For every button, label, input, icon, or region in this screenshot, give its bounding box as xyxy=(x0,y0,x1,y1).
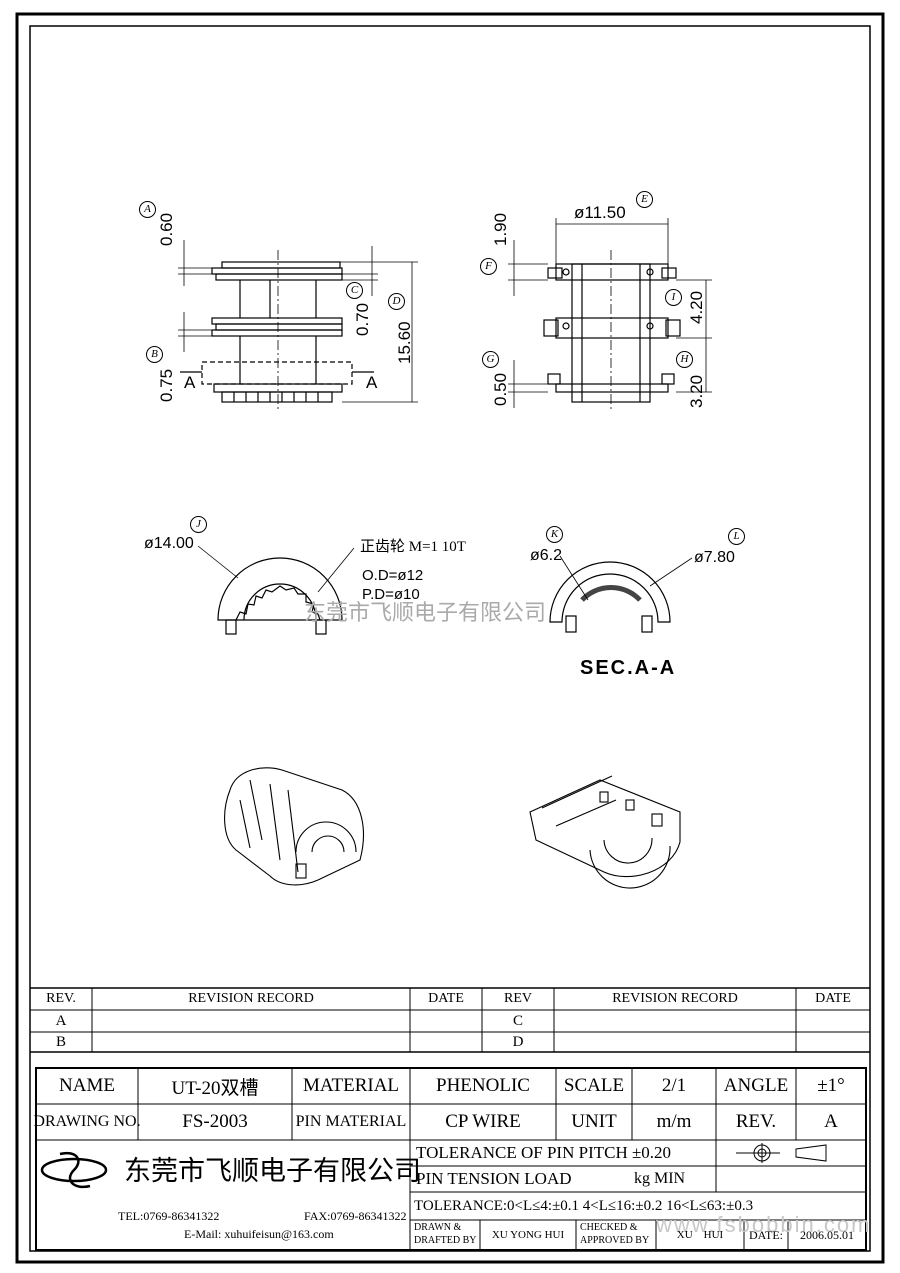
gear-note-line1: 正齿轮 M=1 10T xyxy=(360,539,466,555)
company-logo xyxy=(40,1151,108,1189)
callout-e: E xyxy=(636,191,653,208)
dim-j: ø14.00 xyxy=(144,535,194,552)
rev-header-date: DATE xyxy=(428,991,464,1006)
front-view xyxy=(178,240,418,410)
callout-j: J xyxy=(190,516,207,533)
unit-label: UNIT xyxy=(571,1111,617,1132)
callout-h: H xyxy=(676,351,693,368)
dim-c: 0.70 xyxy=(353,302,372,336)
pin-material-value: CP WIRE xyxy=(445,1111,521,1132)
gear-note-line2: O.D=ø12 xyxy=(362,567,424,584)
scale-value: 2/1 xyxy=(661,1075,687,1096)
material-label: MATERIAL xyxy=(302,1075,400,1096)
dim-k: ø6.2 xyxy=(530,547,563,564)
dim-h: 3.20 xyxy=(687,374,706,408)
rev-header-date2: DATE xyxy=(815,991,851,1006)
tolerance-text: TOLERANCE:0<L≤4:±0.1 4<L≤16:±0.2 16<L≤63… xyxy=(414,1197,754,1214)
rev-header-rev2: REV xyxy=(504,991,532,1006)
date-label: DATE: xyxy=(749,1227,783,1242)
dim-i: 4.20 xyxy=(687,290,706,324)
callout-i: I xyxy=(665,289,682,306)
drawn-value: XU YONG HUI xyxy=(491,1229,565,1241)
callout-b: B xyxy=(146,346,163,363)
rev-header-rev: REV. xyxy=(46,991,76,1006)
scale-label: SCALE xyxy=(563,1075,625,1096)
isometric-section-part xyxy=(529,775,681,889)
rev-row-a: A xyxy=(55,1012,67,1029)
dim-l: ø7.80 xyxy=(694,549,735,566)
dim-b: 0.75 xyxy=(157,368,176,402)
callout-c: C xyxy=(346,282,363,299)
fax-text: FAX:0769-86341322 xyxy=(304,1209,407,1223)
checked-label-1: CHECKED & xyxy=(580,1222,638,1233)
title-block-grid xyxy=(35,1067,867,1251)
tol-pitch: TOLERANCE OF PIN PITCH ±0.20 xyxy=(416,1143,672,1162)
section-mark-right: A xyxy=(366,373,378,392)
unit-value: m/m xyxy=(656,1111,692,1132)
section-mark-left: A xyxy=(184,373,196,392)
callout-a: A xyxy=(139,201,156,218)
callout-g: G xyxy=(482,351,499,368)
name-label: NAME xyxy=(59,1075,115,1096)
material-value: PHENOLIC xyxy=(436,1075,530,1096)
isometric-gear-part xyxy=(224,767,364,886)
company-name: 东莞市飞顺电子有限公司 xyxy=(124,1156,421,1186)
outer-border xyxy=(15,12,885,1264)
callout-f: F xyxy=(480,258,497,275)
drawing-no-label: DRAWING NO. xyxy=(33,1113,141,1130)
pin-material-label: PIN MATERIAL xyxy=(295,1113,407,1130)
revision-table xyxy=(30,987,870,1053)
watermark-site: www.fsbobbin.com xyxy=(656,1212,872,1237)
angle-value: ±1° xyxy=(817,1075,845,1096)
pin-tension-unit: kg MIN xyxy=(634,1170,686,1187)
gear-view xyxy=(197,545,355,635)
rev-value: A xyxy=(824,1111,838,1132)
tel-text: TEL:0769-86341322 xyxy=(118,1209,220,1223)
dim-g: 0.50 xyxy=(491,372,510,406)
email-text: E-Mail: xuhuifeisun@163.com xyxy=(184,1227,334,1241)
callout-k: K xyxy=(546,526,563,543)
rev-header-record2: REVISION RECORD xyxy=(612,991,738,1006)
drawing-no-value: FS-2003 xyxy=(182,1111,248,1132)
rev-row-c: C xyxy=(512,1012,523,1029)
rev-label: REV. xyxy=(735,1111,777,1132)
dim-e: ø11.50 xyxy=(574,203,626,222)
rev-row-d: D xyxy=(512,1033,524,1050)
checked-value: XU HUI xyxy=(676,1229,724,1241)
name-value: UT-20双槽 xyxy=(171,1077,259,1099)
checked-label-2: APPROVED BY xyxy=(580,1235,650,1246)
rev-header-record: REVISION RECORD xyxy=(188,991,314,1006)
rev-row-b: B xyxy=(55,1033,66,1050)
callout-d: D xyxy=(388,293,405,310)
pin-tension-label: PIN TENSION LOAD xyxy=(416,1169,572,1188)
watermark-company: 东莞市飞顺电子有限公司 xyxy=(304,600,547,625)
section-view xyxy=(549,555,693,633)
projection-symbol xyxy=(736,1143,827,1163)
dim-f: 1.90 xyxy=(491,212,510,246)
dim-d: 15.60 xyxy=(395,321,414,364)
section-title: SEC.A-A xyxy=(580,657,677,679)
dim-a: 0.60 xyxy=(157,212,176,246)
side-view xyxy=(508,218,712,410)
angle-label: ANGLE xyxy=(723,1075,789,1096)
callout-l: L xyxy=(728,528,745,545)
date-value: 2006.05.01 xyxy=(800,1227,854,1242)
drawn-label-1: DRAWN & xyxy=(414,1222,462,1233)
drawn-label-2: DRAFTED BY xyxy=(414,1235,477,1246)
gear-note-line3: P.D=ø10 xyxy=(362,586,420,603)
